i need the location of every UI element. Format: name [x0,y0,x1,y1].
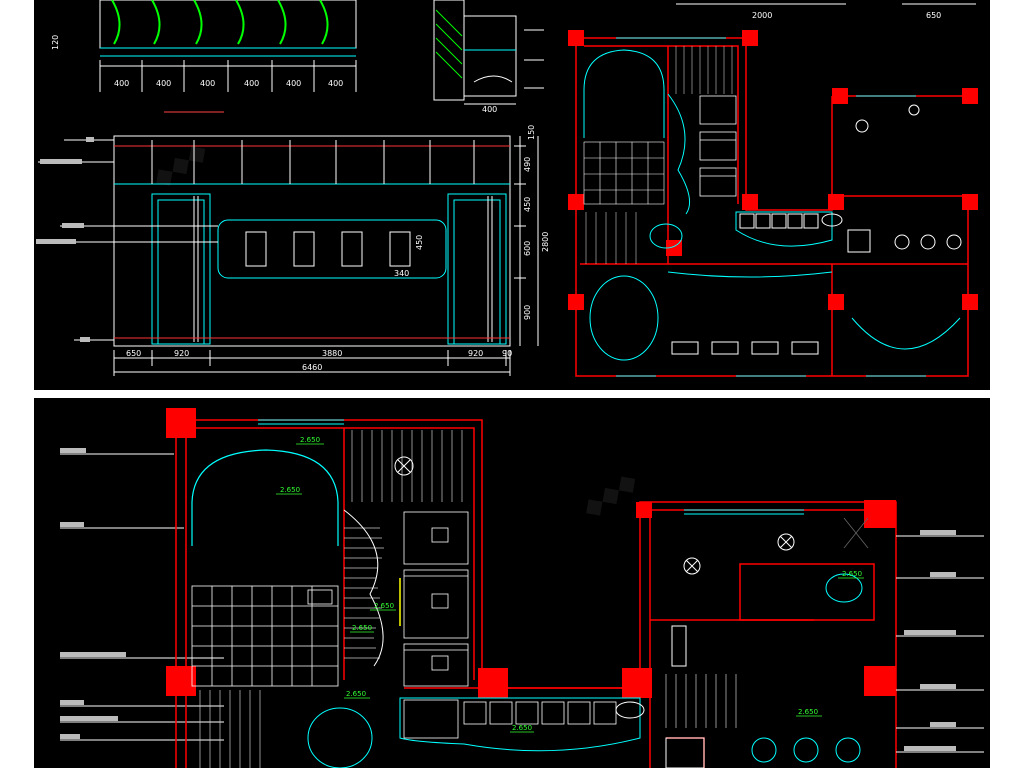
level-mark-2: 2.650 [280,486,300,494]
level-mark-6: 2.650 [842,570,862,578]
inner-dim-2: 450 [415,235,424,250]
elev-vdim-4: 600 [523,241,532,256]
elev-vdim-2: 490 [523,157,532,172]
elev-vdim-1: 150 [527,125,536,140]
level-mark-1: 2.650 [300,436,320,444]
cabinet-dim-2: 400 [156,79,171,88]
elev-dim-3: 3880 [322,349,342,358]
elev-vdim-3: 450 [523,197,532,212]
cabinet-dim-4: 400 [244,79,259,88]
plan-dim-650: 650 [926,11,941,20]
side-section: 400 [433,0,544,114]
elev-dim-4: 920 [468,349,483,358]
level-mark-3: 2.650 [374,602,394,610]
elev-vdim-5: 900 [523,305,532,320]
cabinet-dim-3: 400 [200,79,215,88]
cabinet-height-dim: 120 [51,35,60,50]
elev-total-height: 2800 [541,232,550,252]
cabinet-elevation: 400 400 400 400 400 400 120 [51,0,357,113]
side-section-width-dim: 400 [482,105,497,114]
inner-dim-1: 340 [394,269,409,278]
elevation-drawing: 400 400 400 400 400 400 120 400 [36,0,550,376]
small-floor-plan: 2000 650 [568,3,978,377]
cabinet-dim-5: 400 [286,79,301,88]
level-mark-8: 2.650 [512,724,532,732]
elev-dim-5: 90 [502,349,512,358]
bottom-floor-plan-panel: 2.650 2.650 2.650 2.650 2.650 2.650 2.65… [34,398,990,768]
level-mark-4: 2.650 [352,624,372,632]
elev-total-width: 6460 [302,363,322,372]
top-right-floor-plan-panel: 2000 650 [556,0,990,390]
elev-dim-1: 650 [126,349,141,358]
elev-dim-2: 920 [174,349,189,358]
level-mark-5: 2.650 [798,708,818,716]
level-mark-7: 2.650 [346,690,366,698]
plan-dim-2000: 2000 [752,11,772,20]
large-floor-plan: 2.650 2.650 2.650 2.650 2.650 2.650 2.65… [60,408,984,768]
wall-elevation: 340 450 650 920 388 [36,125,550,376]
cabinet-dim-1: 400 [114,79,129,88]
top-left-elevation-panel: 400 400 400 400 400 400 120 400 [34,0,556,390]
cabinet-dim-6: 400 [328,79,343,88]
